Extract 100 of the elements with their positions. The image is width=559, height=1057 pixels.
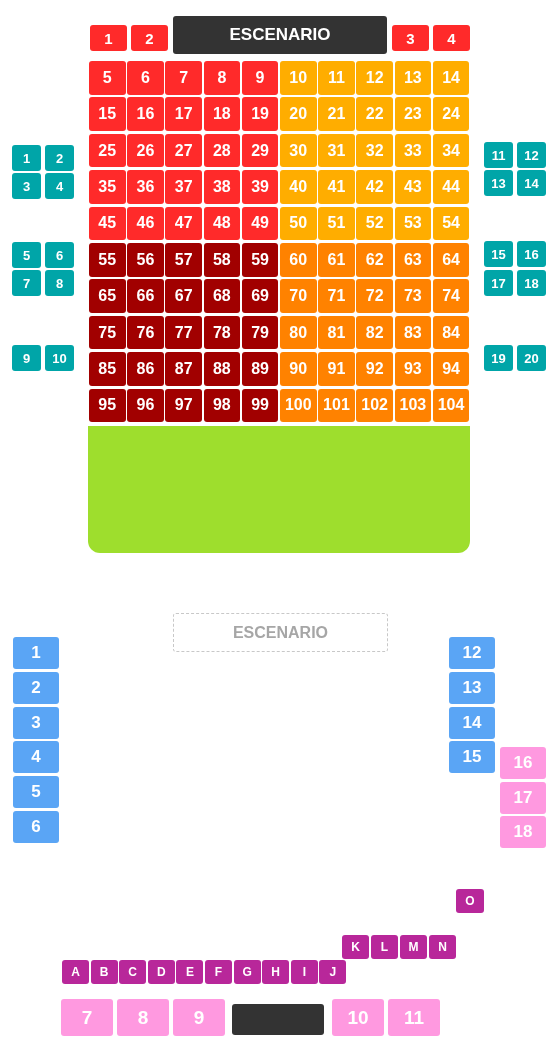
seat-block: 18: [500, 816, 546, 848]
seat-block: J: [319, 960, 347, 984]
seat-block: 39: [241, 170, 279, 204]
seat-block: 97: [165, 388, 202, 423]
box-seat: 12: [517, 142, 546, 168]
box-seat: 11: [484, 142, 513, 168]
seat-block: 59: [241, 243, 279, 277]
seat-block: 78: [203, 315, 241, 350]
seat-block: 44: [432, 170, 470, 204]
seat-block: 93: [394, 352, 432, 386]
seat-block: 69: [241, 279, 279, 313]
control-booth: [232, 1004, 324, 1035]
seat-block: 50: [280, 206, 317, 241]
seat-block: E: [176, 960, 204, 984]
seat-block: 90: [280, 352, 317, 386]
seat-block: 29: [241, 133, 279, 168]
seat-block: 88: [203, 352, 241, 386]
seat-block: 1: [13, 637, 59, 669]
box-seat: 15: [484, 241, 513, 267]
seat-block: 23: [394, 97, 432, 131]
seat-block: 25: [89, 133, 126, 168]
seat-block: 9: [241, 61, 279, 95]
seat-block: 67: [165, 279, 202, 313]
box-seat: 13: [484, 170, 513, 196]
seat-block: N: [429, 935, 456, 959]
seat-block: 99: [241, 388, 279, 423]
seat-block: 52: [356, 206, 393, 241]
seat-block: 79: [241, 315, 279, 350]
seat-block: 68: [203, 279, 241, 313]
seat-block: 2: [131, 25, 168, 51]
seat-block: K: [342, 935, 369, 959]
seat-block: 34: [432, 133, 470, 168]
box-seat: 17: [484, 270, 513, 296]
seat-block: 31: [318, 133, 355, 168]
seat-block: 102: [356, 388, 393, 423]
seat-block: 51: [318, 206, 355, 241]
seat-block: 77: [165, 315, 202, 350]
seat-block: 18: [203, 97, 241, 131]
seat-block: 14: [432, 61, 470, 95]
seat-block: 84: [432, 315, 470, 350]
seat-block: 19: [241, 97, 279, 131]
seat-block: 3: [392, 25, 429, 51]
seat-block: H: [262, 960, 290, 984]
seat-block: 16: [127, 97, 164, 131]
seat-block: 66: [127, 279, 164, 313]
seat-block: 45: [89, 206, 126, 241]
seat-block: 49: [241, 206, 279, 241]
seat-block: 12: [356, 61, 393, 95]
box-seat: 8: [45, 270, 74, 296]
seat-block: 6: [127, 61, 164, 95]
seat-block: 47: [165, 206, 202, 241]
seat-block: 35: [89, 170, 126, 204]
seat-block: 100: [280, 388, 317, 423]
seat-block: 36: [127, 170, 164, 204]
seat-block: 22: [356, 97, 393, 131]
seat-block: 17: [500, 781, 546, 814]
seat-block: 57: [165, 243, 202, 277]
seat-block: 91: [318, 352, 355, 386]
seat-block: 37: [165, 170, 202, 204]
seat-block: 43: [394, 170, 432, 204]
box-seat: 3: [12, 173, 41, 199]
seat-block: 5: [89, 61, 126, 95]
box-seat: 1: [12, 145, 41, 171]
seat-block: 40: [280, 170, 317, 204]
seat-block: 104: [432, 388, 470, 423]
seat-block: 11: [318, 61, 355, 95]
seat-block: 6: [13, 811, 59, 843]
seat-block: 38: [203, 170, 241, 204]
seat-block: 20: [280, 97, 317, 131]
box-seat: 5: [12, 242, 41, 268]
seat-block: 53: [394, 206, 432, 241]
seat-block: 4: [433, 25, 470, 51]
seat-block: 60: [280, 243, 317, 277]
seat-block: 7: [61, 999, 113, 1036]
seat-block: 83: [394, 315, 432, 350]
seat-block: 103: [394, 388, 432, 423]
seat-block: 73: [394, 279, 432, 313]
seat-block: 65: [89, 279, 126, 313]
box-seat: 2: [45, 145, 74, 171]
seat-block: 1: [90, 25, 127, 51]
box-seat: 7: [12, 270, 41, 296]
seat-block: 2: [13, 671, 59, 704]
seat-block: 33: [394, 133, 432, 168]
seat-block: A: [62, 960, 89, 984]
seat-block: 82: [356, 315, 393, 350]
box-seat: 14: [517, 170, 546, 196]
seat-block: B: [90, 960, 118, 984]
box-seat: 20: [517, 345, 546, 371]
box-seat: 6: [45, 242, 74, 268]
seat-block: 64: [432, 243, 470, 277]
seat-block: 95: [89, 388, 126, 423]
seat-block: 16: [500, 747, 546, 779]
seat-block: 54: [432, 206, 470, 241]
seat-block: 58: [203, 243, 241, 277]
floor-area: [88, 426, 470, 553]
box-seat: 18: [517, 270, 546, 296]
box-seat: 16: [517, 241, 546, 267]
seat-block: 71: [318, 279, 355, 313]
seat-block: 12: [449, 637, 495, 669]
seat-block: 101: [318, 388, 355, 423]
